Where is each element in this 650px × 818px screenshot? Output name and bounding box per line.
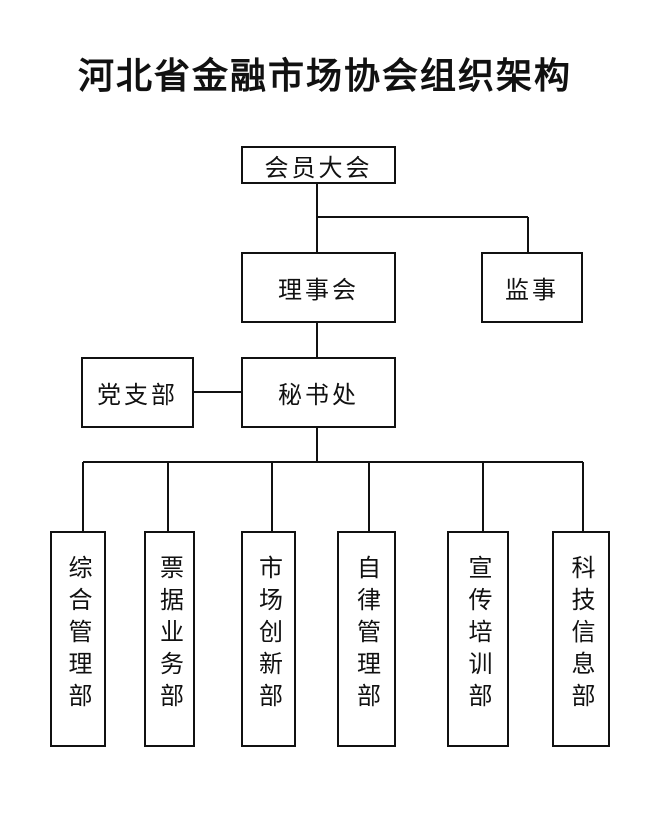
node-secretariat-label: 秘书处	[278, 381, 359, 409]
department-label-2: 票据业务部	[155, 555, 184, 715]
department-box-2: 票据业务部	[144, 531, 195, 747]
department-label-6: 科技信息部	[567, 555, 595, 715]
node-council: 理事会	[241, 252, 396, 323]
department-label-1: 综合管理部	[64, 555, 92, 715]
department-box-4: 自律管理部	[337, 531, 396, 747]
node-council-label: 理事会	[278, 276, 359, 304]
department-box-5: 宣传培训部	[447, 531, 509, 747]
department-label-4: 自律管理部	[352, 555, 381, 715]
node-general-assembly-label: 会员大会	[264, 153, 373, 182]
department-box-6: 科技信息部	[552, 531, 610, 747]
department-label-5: 宣传培训部	[464, 555, 492, 715]
node-supervisor-label: 监事	[505, 276, 559, 304]
node-general-assembly: 会员大会	[241, 146, 396, 184]
department-box-1: 综合管理部	[50, 531, 106, 747]
department-box-3: 市场创新部	[241, 531, 296, 747]
node-party-branch: 党支部	[81, 357, 194, 428]
node-supervisor: 监事	[481, 252, 583, 323]
page-title: 河北省金融市场协会组织架构	[77, 56, 572, 97]
department-label-3: 市场创新部	[254, 555, 283, 715]
node-secretariat: 秘书处	[241, 357, 396, 428]
node-party-branch-label: 党支部	[97, 381, 178, 409]
